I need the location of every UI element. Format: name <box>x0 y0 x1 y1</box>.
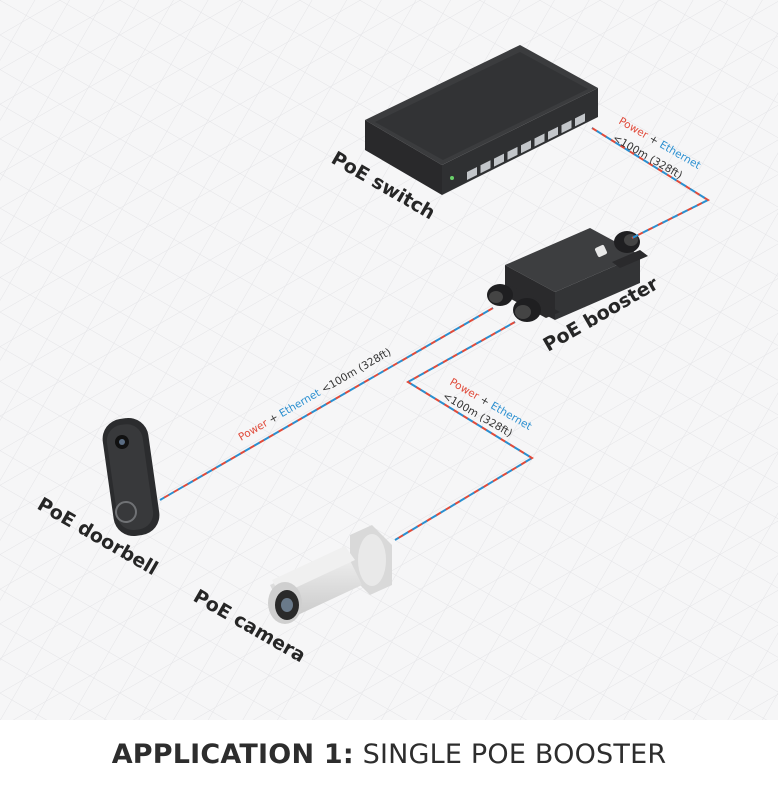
cable-switch-booster <box>591 127 711 239</box>
switch-port <box>507 146 518 160</box>
switch-port <box>521 140 531 154</box>
switch-port <box>494 153 504 167</box>
caption-rest: SINGLE POE BOOSTER <box>362 739 667 770</box>
caption: APPLICATION 1: SINGLE POE BOOSTER <box>112 739 667 770</box>
switch-port <box>534 133 545 147</box>
switch-port <box>548 126 558 140</box>
cable-booster-camera <box>394 321 534 541</box>
caption-bar: APPLICATION 1: SINGLE POE BOOSTER <box>0 720 778 789</box>
poe-doorbell-icon <box>102 417 160 537</box>
switch-port <box>561 120 572 134</box>
switch-port <box>575 113 585 127</box>
switch-port <box>467 167 477 180</box>
network-diagram: Power + Ethernet <100m (328ft) Power + E… <box>0 0 778 720</box>
poe-booster-icon <box>487 228 648 322</box>
poe-camera-icon <box>268 525 392 624</box>
caption-bold: APPLICATION 1: <box>111 739 354 770</box>
cable-booster-doorbell <box>159 307 494 501</box>
switch-port <box>480 160 491 174</box>
poe-switch-icon <box>365 45 598 195</box>
